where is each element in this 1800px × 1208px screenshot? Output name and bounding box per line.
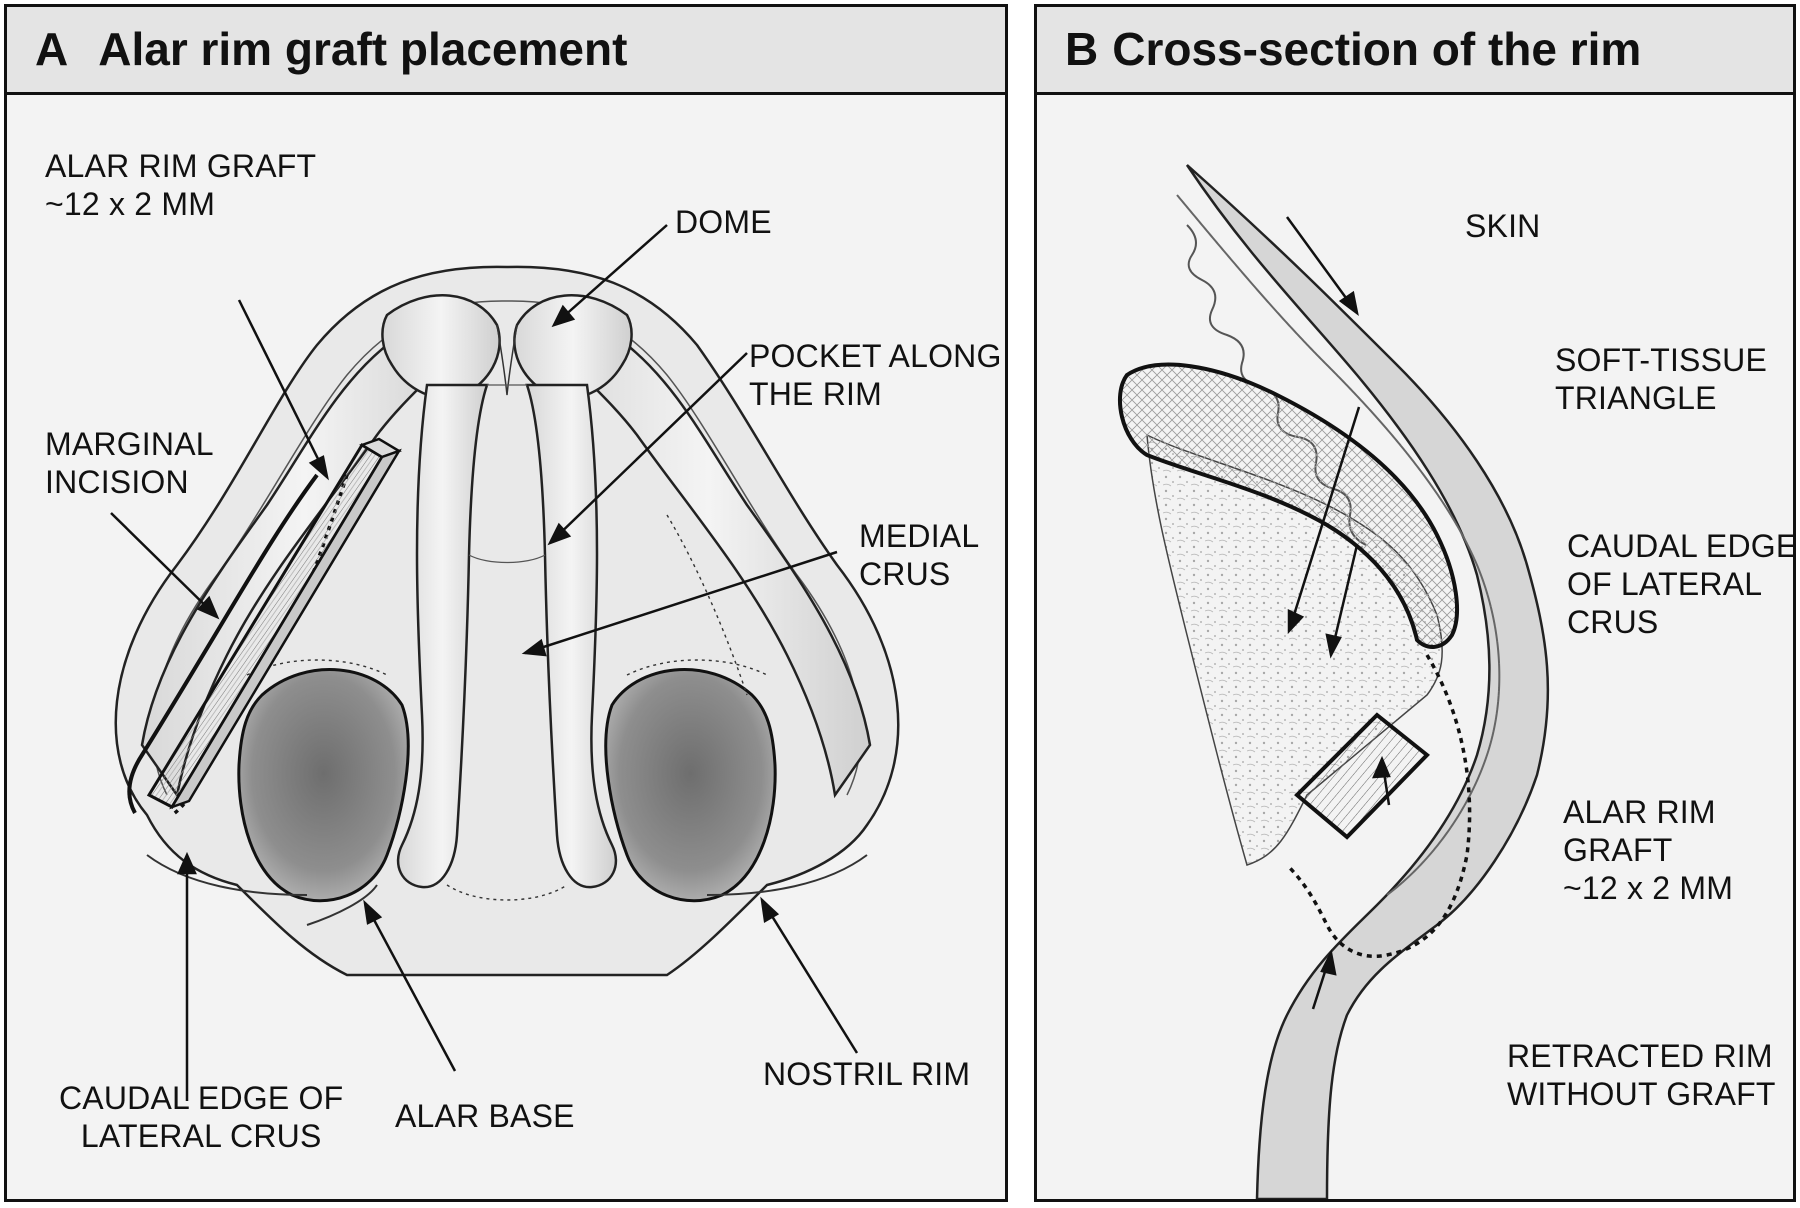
panel-b-title-text: Cross-section of the rim bbox=[1112, 23, 1642, 75]
lateral-crus-cartilage bbox=[1118, 362, 1459, 649]
medial-crura bbox=[396, 383, 618, 889]
domes bbox=[381, 294, 633, 400]
alar-rim-graft-a bbox=[146, 437, 402, 810]
label-retracted-rim: RETRACTED RIM WITHOUT GRAFT bbox=[1507, 1038, 1776, 1112]
rim-cross-section-illustration bbox=[1118, 164, 1550, 1199]
leader-arrows-a bbox=[110, 224, 859, 1101]
caudal-edge-line-a bbox=[127, 473, 319, 814]
label-skin: SKIN bbox=[1465, 208, 1541, 244]
label-soft-tissue-triangle: SOFT-TISSUE TRIANGLE bbox=[1555, 342, 1767, 416]
label-alar-rim-graft-b: ALAR RIM GRAFT ~12 x 2 MM bbox=[1563, 794, 1734, 906]
nose-base-view-illustration bbox=[110, 224, 900, 1101]
panel-a: A Alar rim graft placement bbox=[4, 4, 1008, 1202]
panel-a-header: A Alar rim graft placement bbox=[7, 7, 1005, 95]
panel-a-title-text: Alar rim graft placement bbox=[98, 23, 628, 75]
panel-a-letter: A bbox=[35, 23, 69, 75]
label-medial-crus: MEDIAL CRUS bbox=[859, 518, 980, 592]
label-dome: DOME bbox=[675, 204, 772, 240]
label-pocket-along-the-rim: POCKET ALONG THE RIM bbox=[749, 338, 1002, 412]
nostrils bbox=[237, 668, 777, 903]
label-marginal-incision: MARGINAL INCISION bbox=[45, 426, 214, 500]
alar-base-lines bbox=[146, 854, 868, 926]
panel-b-letter: B bbox=[1065, 23, 1099, 75]
label-caudal-edge-a: CAUDAL EDGE OF LATERAL CRUS bbox=[59, 1080, 344, 1154]
alar-rim-graft-b bbox=[1294, 712, 1430, 840]
label-caudal-edge-b: CAUDAL EDGE OF LATERAL CRUS bbox=[1567, 528, 1796, 640]
label-nostril-rim: NOSTRIL RIM bbox=[763, 1056, 971, 1092]
leader-arrows-b bbox=[1285, 216, 1391, 1010]
label-alar-rim-graft-a: ALAR RIM GRAFT ~12 x 2 MM bbox=[45, 148, 317, 222]
label-alar-base: ALAR BASE bbox=[395, 1098, 575, 1134]
retracted-rim-line bbox=[1285, 654, 1472, 958]
panel-a-title: A Alar rim graft placement bbox=[35, 21, 627, 77]
